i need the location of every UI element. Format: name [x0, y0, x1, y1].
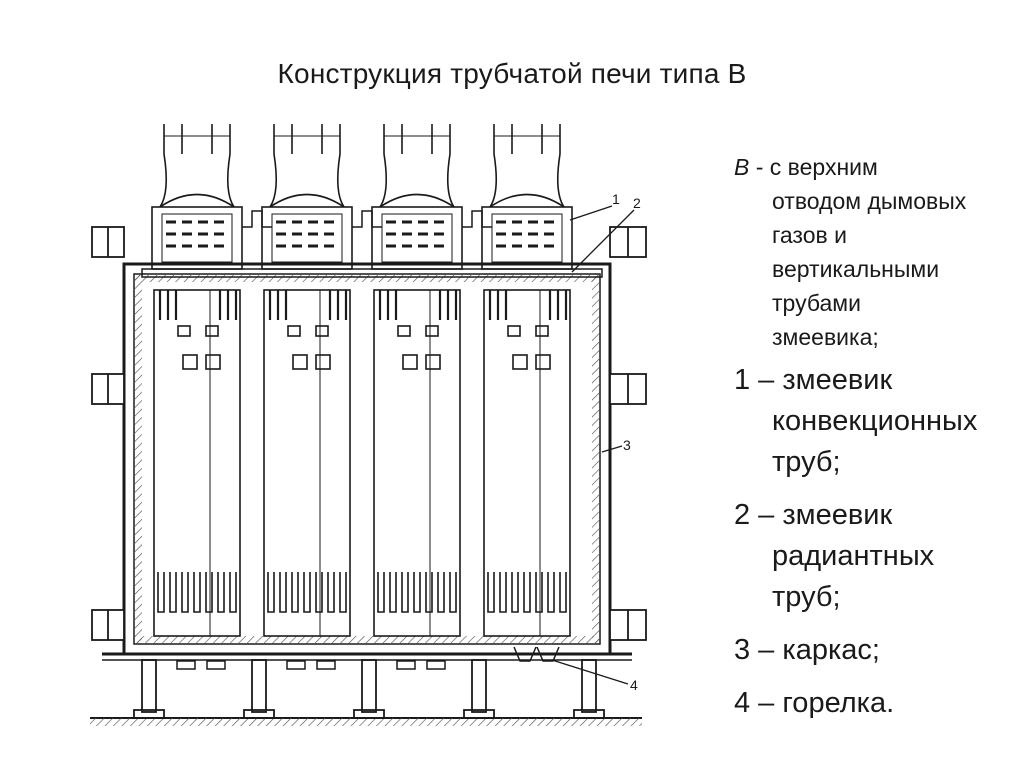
intro-line-1: В - с верхним: [734, 154, 878, 180]
legs: [133, 659, 605, 719]
intro-line-5: трубами: [772, 290, 861, 316]
burners: [176, 646, 560, 670]
frame: [102, 262, 632, 661]
leader-lines: [551, 205, 635, 685]
legend-item-1: 1 – змеевик конвекционных труб;: [734, 364, 978, 478]
furnace-sections: [151, 124, 573, 637]
legend-item-4: 4 – горелка.: [734, 687, 895, 719]
legend-item-2: 2 – змеевик радиантных труб;: [734, 499, 935, 613]
intro-line-4: вертикальными: [772, 256, 940, 282]
intro-line-6: змеевика;: [772, 324, 879, 350]
legend: В - с верхним отводом дымовых газов и ве…: [734, 150, 1024, 724]
section-4: [481, 124, 573, 637]
legend-item-3: 3 – каркас;: [734, 634, 880, 666]
crossover-ducts: [141, 210, 603, 278]
drawing-label-1: 1: [612, 191, 620, 207]
drawing-label-4: 4: [630, 677, 638, 693]
drawing-label-3: 3: [623, 437, 631, 453]
intro-line-3: газов и: [772, 222, 847, 248]
drawing-label-2: 2: [633, 195, 641, 211]
furnace-drawing: 1 2 3 4: [90, 124, 647, 726]
ground: [90, 717, 642, 726]
section-1: [151, 124, 243, 637]
intro-line-2: отводом дымовых: [772, 188, 967, 214]
slide-title: Конструкция трубчатой печи типа В: [277, 58, 747, 89]
section-2: [261, 124, 353, 637]
type-letter: В: [734, 154, 750, 180]
type-description: В - с верхним отводом дымовых газов и ве…: [734, 150, 1024, 354]
side-boxes: [91, 226, 647, 641]
section-3: [371, 124, 463, 637]
